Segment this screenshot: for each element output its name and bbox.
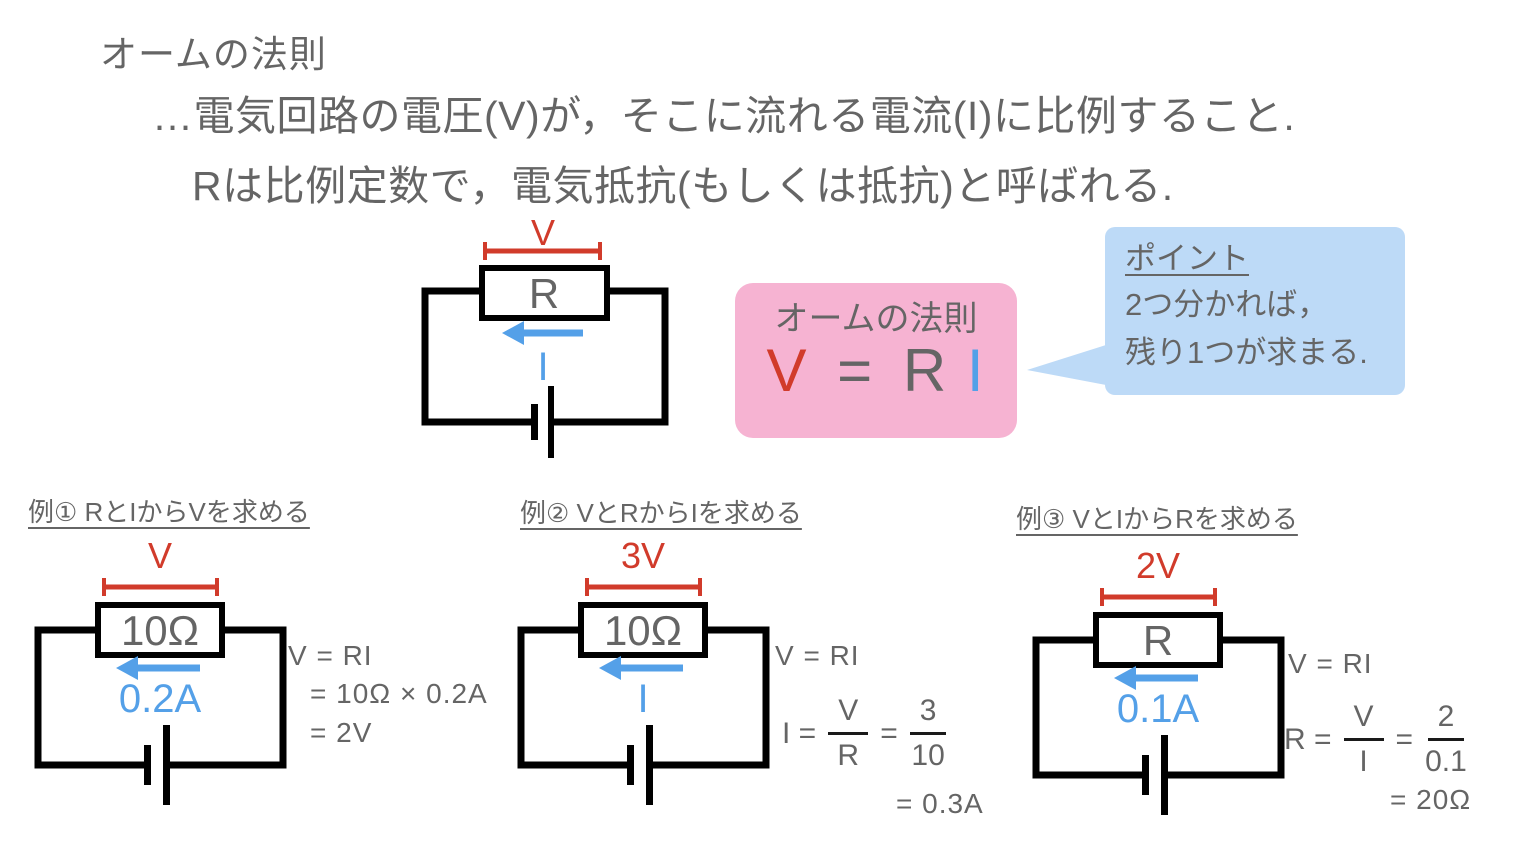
battery-icon bbox=[531, 404, 538, 440]
resistor-label: R bbox=[1143, 617, 1173, 664]
battery-gap bbox=[538, 415, 548, 429]
formula-r: R bbox=[902, 337, 949, 404]
fraction-denominator: I bbox=[1359, 745, 1368, 778]
voltage-label: 3V bbox=[621, 535, 665, 576]
battery-icon bbox=[1142, 755, 1149, 795]
example-1-heading: 例① RとIからVを求める bbox=[28, 497, 310, 527]
equation-line: = 10Ω × 0.2A bbox=[310, 678, 488, 709]
battery-gap bbox=[1149, 768, 1161, 782]
equation-fraction-row: R = V I = 2 0.1 bbox=[1284, 700, 1467, 779]
resistor-box bbox=[578, 602, 708, 658]
description-line-1: …電気回路の電圧(V)が，そこに流れる電流(I)に比例すること. bbox=[152, 93, 1296, 139]
battery-icon bbox=[646, 725, 653, 805]
fraction-numerator: V bbox=[828, 694, 869, 735]
voltage-label: V bbox=[148, 535, 172, 576]
battery-gap bbox=[634, 758, 646, 772]
voltage-label: 2V bbox=[1136, 545, 1180, 586]
fraction-denominator: R bbox=[837, 739, 860, 772]
formula-v: V bbox=[766, 337, 809, 404]
fraction-numerator: V bbox=[1343, 700, 1384, 741]
equation-line: V = RI bbox=[288, 640, 373, 671]
battery-icon bbox=[1161, 735, 1168, 815]
fraction: V I bbox=[1343, 700, 1384, 779]
battery-icon bbox=[548, 386, 554, 458]
circuit-diagram-example-3: 2V R 0.1A bbox=[1032, 545, 1285, 815]
law-box-title: オームの法則 bbox=[774, 300, 978, 338]
point-heading: ポイント bbox=[1125, 241, 1249, 276]
circuit-diagram-example-1: V 10Ω 0.2A bbox=[34, 535, 287, 805]
equation-equals: = bbox=[1395, 722, 1414, 756]
equation-result: = 20Ω bbox=[1390, 784, 1472, 815]
point-bubble: ポイント 2つ分かれば， 残り1つが求まる. bbox=[1105, 227, 1405, 395]
current-label: I bbox=[537, 345, 548, 389]
law-formula: V = R I bbox=[735, 340, 1017, 402]
current-label: I bbox=[637, 677, 648, 721]
resistor-box bbox=[95, 602, 225, 658]
fraction-numerator: 2 bbox=[1427, 700, 1465, 741]
battery-icon bbox=[627, 745, 634, 785]
equation-line: = 2V bbox=[310, 717, 373, 748]
formula-i: I bbox=[966, 337, 986, 404]
ohms-law-box: オームの法則 V = R I bbox=[735, 283, 1017, 438]
current-arrow-head-icon bbox=[599, 656, 621, 680]
resistor-label: R bbox=[529, 270, 559, 317]
fraction-numerator: 3 bbox=[909, 694, 947, 735]
equation-line: V = RI bbox=[1288, 648, 1373, 679]
fraction: 3 10 bbox=[909, 694, 947, 773]
point-line-1: 2つ分かれば， bbox=[1125, 287, 1329, 322]
resistor-label: 10Ω bbox=[121, 607, 199, 654]
current-arrow-head-icon bbox=[1114, 666, 1136, 690]
description-line-2: Rは比例定数で，電気抵抗(もしくは抵抗)と呼ばれる. bbox=[192, 163, 1174, 209]
current-arrow-head-icon bbox=[502, 321, 524, 345]
fraction: 2 0.1 bbox=[1425, 700, 1467, 779]
fraction-denominator: 0.1 bbox=[1425, 745, 1467, 778]
battery-icon bbox=[144, 745, 151, 785]
resistor-box bbox=[479, 265, 610, 321]
battery-gap bbox=[151, 758, 163, 772]
current-arrow-head-icon bbox=[116, 656, 138, 680]
resistor-box bbox=[1093, 612, 1223, 668]
equation-fraction-row: I = V R = 3 10 bbox=[782, 694, 947, 773]
speech-bubble-tail-icon bbox=[1027, 345, 1106, 385]
current-label: 0.1A bbox=[1117, 687, 1200, 731]
equation-equals: = bbox=[880, 716, 898, 750]
fraction-denominator: 10 bbox=[911, 739, 945, 772]
equation-line: V = RI bbox=[775, 640, 860, 671]
example-2-heading: 例② VとRからIを求める bbox=[520, 498, 802, 528]
formula-equals: = bbox=[837, 337, 875, 404]
main-circuit-diagram: V R I bbox=[421, 212, 669, 458]
equation-result: = 0.3A bbox=[896, 788, 984, 819]
fraction: V R bbox=[828, 694, 869, 773]
circuit-diagram-example-2: 3V 10Ω I bbox=[517, 535, 770, 805]
page-title: オームの法則 bbox=[100, 34, 327, 75]
battery-icon bbox=[163, 725, 170, 805]
point-line-2: 残り1つが求まる. bbox=[1125, 335, 1368, 370]
current-label: 0.2A bbox=[119, 677, 202, 721]
equation-lhs: R = bbox=[1284, 722, 1332, 756]
voltage-label: V bbox=[531, 212, 555, 253]
resistor-label: 10Ω bbox=[604, 607, 682, 654]
example-3-heading: 例③ VとIからRを求める bbox=[1016, 504, 1298, 534]
equation-lhs: I = bbox=[782, 716, 817, 750]
